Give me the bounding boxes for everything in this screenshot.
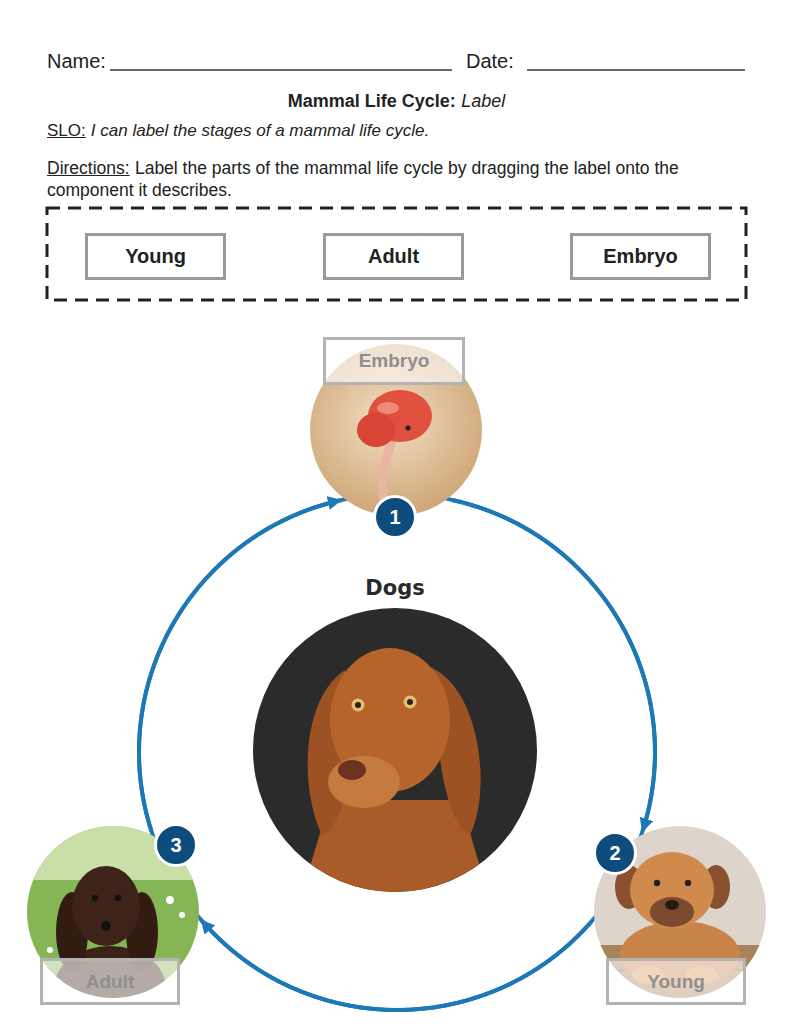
cycle-arrow — [202, 920, 591, 1010]
placed-label-box: Embryo — [323, 337, 465, 385]
label-box: Young — [85, 233, 226, 280]
stage-label: Adult — [86, 971, 135, 993]
title-subtitle: Label — [461, 91, 505, 111]
slo-heading: SLO: — [47, 121, 86, 140]
callout-number: 1 — [373, 495, 417, 539]
slo-text: I can label the stages of a mammal life … — [91, 121, 429, 140]
stage-label: Embryo — [359, 350, 430, 372]
puppy-photo — [590, 820, 770, 1015]
label-box: Adult — [323, 233, 464, 280]
placed-label-box: Young — [606, 958, 746, 1005]
title-row: Mammal Life Cycle:Label — [0, 91, 793, 112]
slo-row: SLO: I can label the stages of a mammal l… — [47, 121, 757, 141]
adult-dog-photo — [20, 820, 210, 1024]
callout-number: 3 — [154, 823, 198, 867]
stage-circle: 1 — [310, 344, 482, 516]
field-label: Date: — [466, 50, 514, 72]
directions-text: Label the parts of the mammal life cycle… — [47, 158, 679, 200]
field-label: Name: — [47, 50, 106, 72]
cycle-arrow — [452, 500, 655, 831]
stage-label: Adult — [368, 245, 419, 268]
label-bank — [47, 208, 746, 300]
diagram-heading: Dogs — [253, 576, 537, 600]
date-row: Date: — [466, 50, 514, 73]
stage-label: Embryo — [603, 245, 677, 268]
placed-label-box: Adult — [40, 958, 180, 1005]
stage-label: Young — [125, 245, 186, 268]
name-row: Name: — [47, 50, 106, 73]
label-box: Embryo — [570, 233, 711, 280]
directions-row: Directions:Label the parts of the mammal… — [47, 157, 752, 201]
cycle-arrow — [139, 500, 341, 831]
directions-heading: Directions: — [47, 158, 130, 178]
callout-number: 2 — [593, 831, 637, 875]
cycle-ring — [139, 494, 655, 1010]
worksheet-title: Mammal Life Cycle: — [288, 91, 456, 111]
stage-label: Young — [647, 971, 705, 993]
date-line — [527, 69, 745, 70]
dog-portrait — [250, 605, 540, 900]
center-circle: Dogs — [253, 608, 537, 892]
name-line — [110, 69, 452, 70]
